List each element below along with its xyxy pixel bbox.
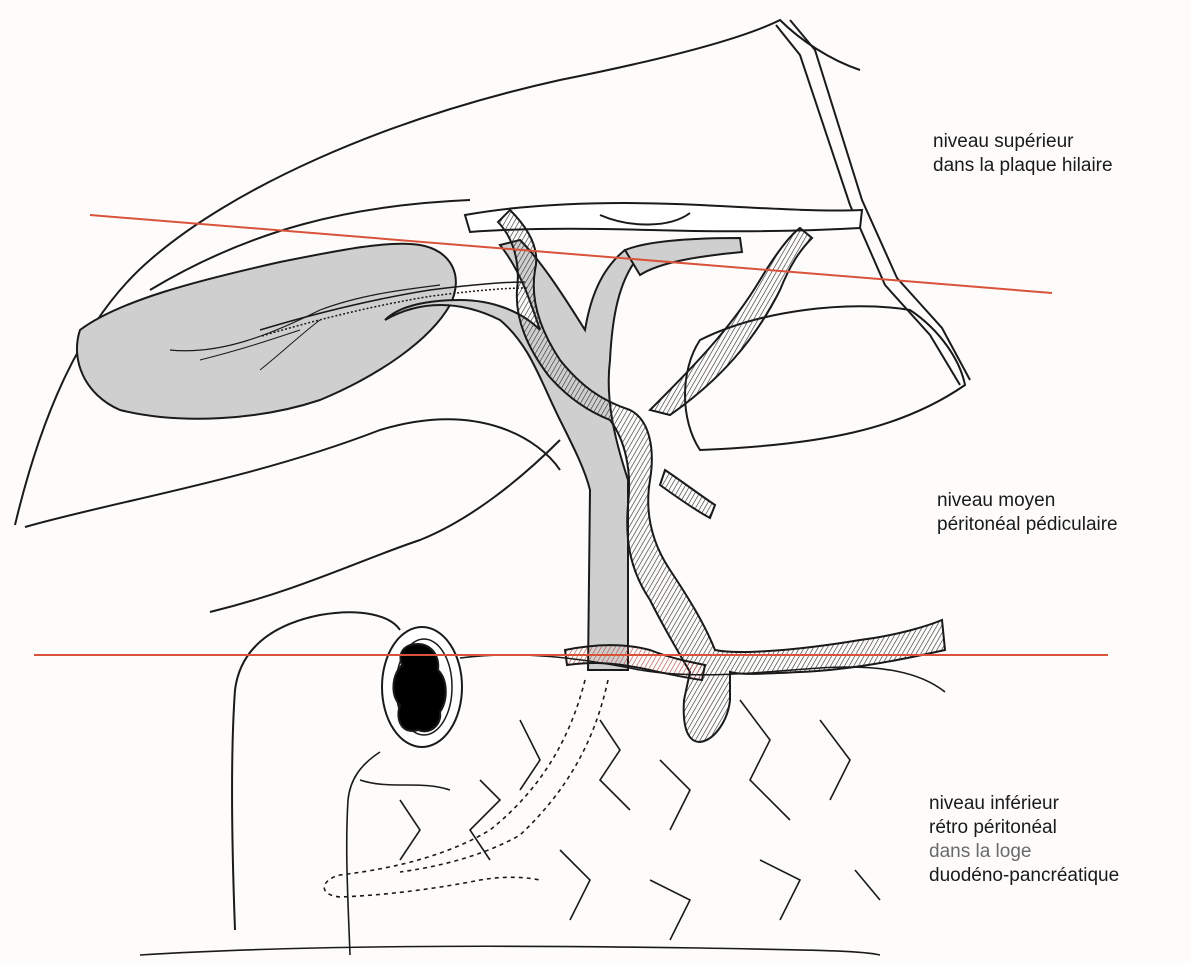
gallbladder [77,244,456,419]
label-line: duodéno-pancréatique [929,864,1119,888]
pancreas [140,655,945,955]
label-niveau-inferieur: niveau inférieur rétro péritonéal dans l… [929,792,1119,888]
label-niveau-moyen: niveau moyen péritonéal pédiculaire [937,489,1118,537]
label-niveau-superieur: niveau supérieur dans la plaque hilaire [933,130,1113,178]
hepatic-artery [498,210,945,742]
label-line: péritonéal pédiculaire [937,513,1118,537]
label-line: rétro péritonéal [929,816,1119,840]
label-line: dans la plaque hilaire [933,154,1113,178]
drain-tube [776,20,970,385]
intrapancreatic-duct [324,680,608,897]
label-line: dans la loge [929,840,1119,864]
label-line: niveau inférieur [929,792,1119,816]
label-line: niveau supérieur [933,130,1113,154]
label-line: niveau moyen [937,489,1118,513]
